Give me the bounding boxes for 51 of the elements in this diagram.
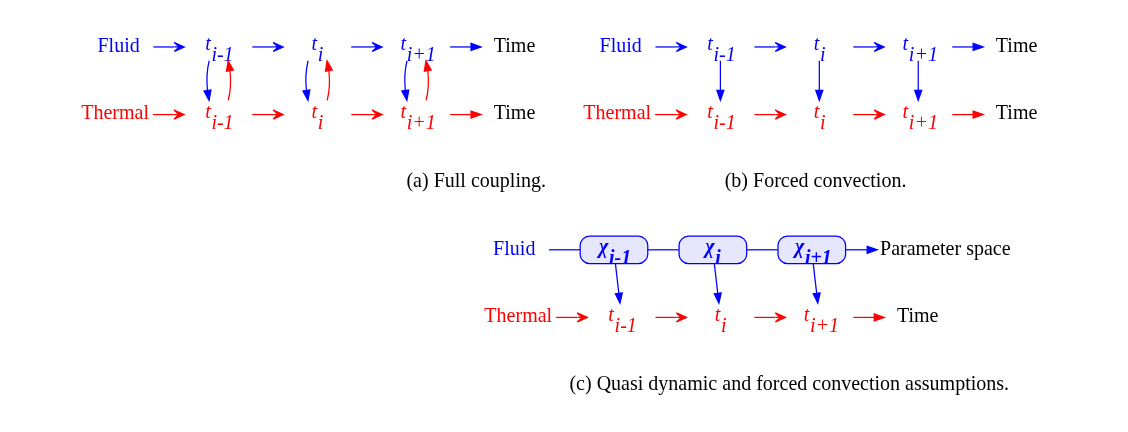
arrow: [844, 245, 879, 255]
arrow: [151, 109, 185, 120]
arrow: [225, 58, 234, 101]
arrow: [654, 41, 687, 53]
connector: [547, 249, 581, 251]
arrow: [712, 263, 722, 306]
arrow: [423, 58, 432, 101]
label: (a) Full coupling.: [405, 168, 546, 191]
arrow: [913, 60, 923, 103]
arrow: [951, 42, 985, 52]
node-text: Parameter space: [879, 236, 1011, 259]
arrow: [852, 109, 885, 120]
arrow: [554, 312, 588, 323]
arrow: [951, 110, 985, 119]
arrow: [811, 263, 821, 306]
connector: [646, 249, 680, 251]
arrow: [350, 109, 383, 120]
node-text: Fluid: [96, 33, 140, 56]
node-text: Thermal: [80, 101, 149, 124]
arrow: [613, 263, 623, 306]
arrow: [251, 109, 284, 120]
arrow: [400, 60, 410, 103]
arrow: [152, 41, 185, 53]
node-text: Fluid: [599, 33, 642, 56]
node-text: Thermal: [483, 304, 552, 327]
node-text: Fluid: [492, 236, 535, 259]
arrow: [852, 313, 886, 322]
arrow: [449, 110, 483, 119]
arrow: [350, 41, 383, 53]
arrow: [653, 109, 687, 120]
arrow: [251, 41, 284, 53]
node-text: Time: [995, 101, 1037, 124]
arrow: [753, 312, 786, 323]
arrow: [753, 109, 786, 120]
node-text: Time: [493, 101, 535, 124]
connector: [745, 249, 778, 251]
arrow: [852, 41, 885, 53]
arrow: [449, 42, 483, 52]
arrow: [814, 60, 824, 103]
arrow: [654, 312, 687, 323]
node-text: Thermal: [582, 101, 651, 124]
arrow: [753, 41, 786, 53]
label: (b) Forced convection.: [724, 168, 906, 191]
arrow: [715, 60, 725, 103]
label: (c) Quasi dynamic and forced convection assumptions.: [568, 371, 1009, 394]
arrow: [202, 60, 212, 103]
arrow: [301, 60, 311, 103]
node-text: Time: [995, 33, 1037, 56]
arrow: [324, 58, 333, 101]
node-text: Time: [896, 304, 938, 327]
node-text: Time: [493, 33, 535, 56]
